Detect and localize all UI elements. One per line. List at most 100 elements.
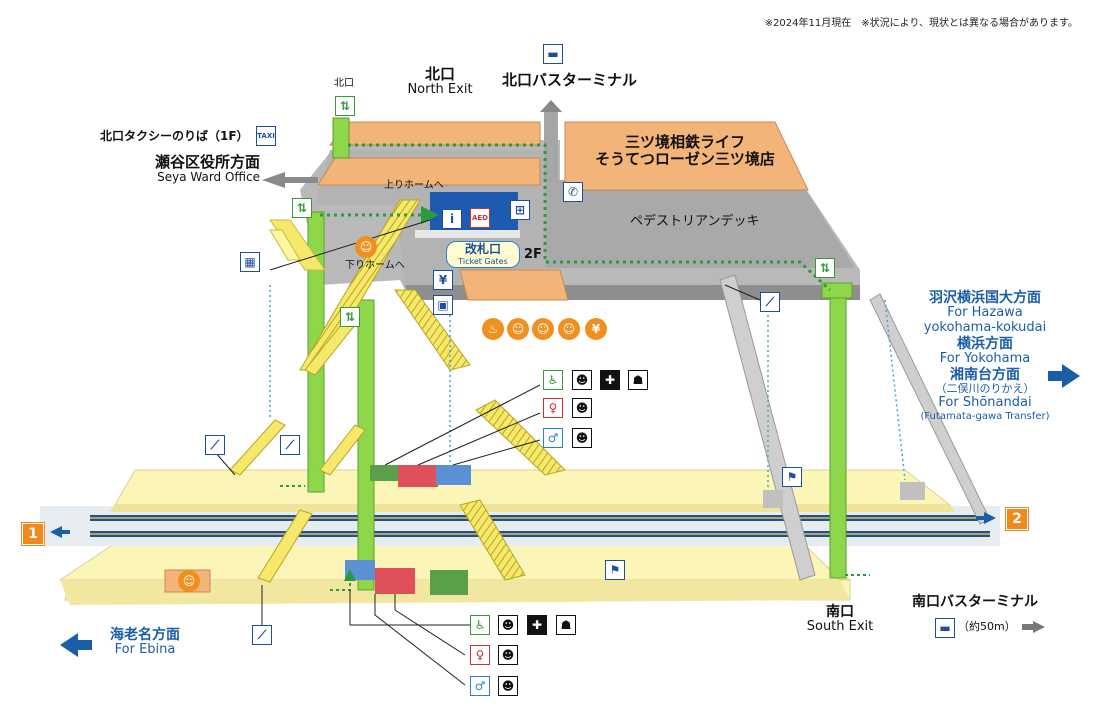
- escalator-up-left: [229, 419, 286, 476]
- arrow-south-bus: [1022, 621, 1045, 633]
- store-line2: そうてつローゼン三ツ境店: [595, 150, 775, 169]
- escalator-icon-1: ⟋: [205, 435, 225, 455]
- toilet-lower-female: [375, 568, 415, 594]
- ebina-en: For Ebina: [114, 642, 176, 658]
- leader-esc-1: [214, 451, 236, 476]
- baby-seat-icon: ☻: [572, 398, 592, 418]
- ticket-machine-icon: ▦: [240, 252, 260, 272]
- taxi-icon: TAXI: [256, 126, 276, 146]
- arrow-left-track: [50, 526, 70, 538]
- bus-path: [544, 112, 558, 182]
- shonandai-jp: 湘南台方面: [950, 367, 1020, 383]
- toilet-male-icon: ♂: [543, 428, 563, 448]
- waiting-room-icon-lower: ⚑: [605, 560, 625, 580]
- east-block: [900, 482, 925, 500]
- leader-lower-b: [394, 594, 466, 656]
- leader-esc-south: [724, 284, 761, 301]
- wheelchair-icon-lower: ♿: [470, 615, 490, 635]
- elevator-icon-3: ⇅: [815, 258, 835, 278]
- hazawa-en2: yokohama-kokudai: [923, 320, 1047, 336]
- seya-label: 瀬谷区役所方面 Seya Ward Office: [140, 153, 260, 185]
- shop-icon-3: ☺: [532, 318, 554, 340]
- seya-jp: 瀬谷区役所方面: [154, 153, 260, 171]
- taxi-label: 北口タクシーのりば（1F）: [100, 129, 249, 143]
- stairs-lower: [459, 499, 526, 581]
- ebina-jp: 海老名方面: [110, 627, 180, 643]
- north-exit-small-label: 北口: [334, 78, 354, 89]
- down-platform-label: 下りホームへ: [345, 260, 405, 271]
- ticket-office-icon: ⊞: [510, 200, 530, 220]
- south-bus-distance: （約50m）: [958, 620, 1016, 633]
- leader-lower-a: [349, 590, 470, 626]
- stairs-down: [394, 289, 471, 371]
- ticket-gates-badge: 改札口 Ticket Gates: [446, 241, 520, 268]
- elevator-shaft-north: [332, 117, 350, 159]
- store-block-right: [564, 121, 809, 191]
- platform-2-badge: 2: [1006, 508, 1028, 530]
- south-bus-label: 南口バスターミナル: [912, 594, 1038, 610]
- elevator-icon-2: ⇅: [340, 307, 360, 327]
- route-north: [348, 143, 832, 292]
- toilet-upper-female: [398, 465, 438, 487]
- toilet-upper-accessible: [370, 465, 400, 481]
- ticket-gate-bar: [415, 230, 520, 238]
- platform-upper-front: [110, 505, 955, 512]
- ticket-gates-en: Ticket Gates: [458, 256, 508, 266]
- platform-1-badge: 1: [22, 523, 44, 545]
- restaurant-icon: ¥: [585, 318, 607, 340]
- shop-icon-2: ☺: [507, 318, 529, 340]
- store-block-upper: [328, 121, 541, 146]
- toilet-female-icon-lower: ♀: [470, 645, 490, 665]
- escalator-icon-2: ⟋: [280, 435, 300, 455]
- ostomate-icon-lower: ✚: [527, 615, 547, 635]
- shop-icon-4: ☺: [558, 318, 580, 340]
- toilet-lower-accessible: [430, 570, 468, 595]
- hazawa-en1: For Hazawa: [947, 305, 1023, 321]
- north-bus-label: 北口バスターミナル: [502, 71, 638, 89]
- aed-icon: AED: [470, 208, 490, 228]
- south-exit-label: 南口 South Exit: [800, 604, 880, 635]
- wheelchair-icon: ♿: [543, 370, 563, 390]
- seya-arrow: [262, 172, 318, 188]
- directions-block: 羽沢横浜国大方面 For Hazawa yokohama-kokudai 横浜方…: [895, 290, 1075, 422]
- escalator-icon-south: ⟋: [760, 292, 780, 312]
- shop-icon-1: ♨: [482, 318, 504, 340]
- shop-icon-upper: ☺: [355, 236, 377, 258]
- ostomate-icon: ✚: [600, 370, 620, 390]
- arrow-right-track: [976, 512, 996, 524]
- elevator-shaft-3: [829, 297, 847, 579]
- floor-label: 2F: [524, 247, 542, 262]
- shonandai-sub-en: (Futamata-gawa Transfer): [920, 410, 1050, 422]
- notice-text: ※2024年11月現在 ※状況により、現状とは異なる場合があります。: [764, 18, 1078, 29]
- ebina-label: 海老名方面 For Ebina: [95, 627, 195, 658]
- leader-toilet-b: [417, 412, 541, 466]
- waiting-room-icon-upper: ⚑: [782, 467, 802, 487]
- phone-icon: ✆: [563, 182, 583, 202]
- bus-icon: ▬: [543, 44, 563, 64]
- deck-label: ペデストリアンデッキ: [630, 214, 760, 229]
- baby-seat-icon-lower-2: ☻: [498, 676, 518, 696]
- up-platform-label: 上りホームへ: [384, 180, 444, 191]
- elevator-top-3: [821, 282, 853, 299]
- leader-lower-c: [374, 594, 466, 686]
- toilet-female-icon: ♀: [543, 398, 563, 418]
- south-exit-jp: 南口: [826, 604, 854, 620]
- south-block: [763, 490, 783, 508]
- elevator-shaft-2: [357, 299, 375, 591]
- bus-arrow: [540, 100, 562, 112]
- toilet-upper-male: [436, 465, 471, 485]
- ticket-gate-icon: ¥: [433, 270, 453, 290]
- elevator-icon-north: ⇅: [335, 96, 355, 116]
- elevator-icon-1: ⇅: [292, 198, 312, 218]
- info-icon: i: [442, 209, 462, 229]
- arrow-yokohama: [1048, 364, 1080, 388]
- bus-icon-south: ▬: [935, 618, 955, 638]
- north-exit-label: 北口 North Exit: [395, 65, 485, 98]
- south-exit-en: South Exit: [806, 619, 874, 635]
- escalator-icon-lower: ⟋: [252, 625, 272, 645]
- hazawa-jp: 羽沢横浜国大方面: [929, 290, 1041, 306]
- escalator-north: [269, 229, 301, 261]
- escalator-lower: [257, 509, 313, 583]
- shonandai-en: For Shōnandai: [938, 394, 1032, 410]
